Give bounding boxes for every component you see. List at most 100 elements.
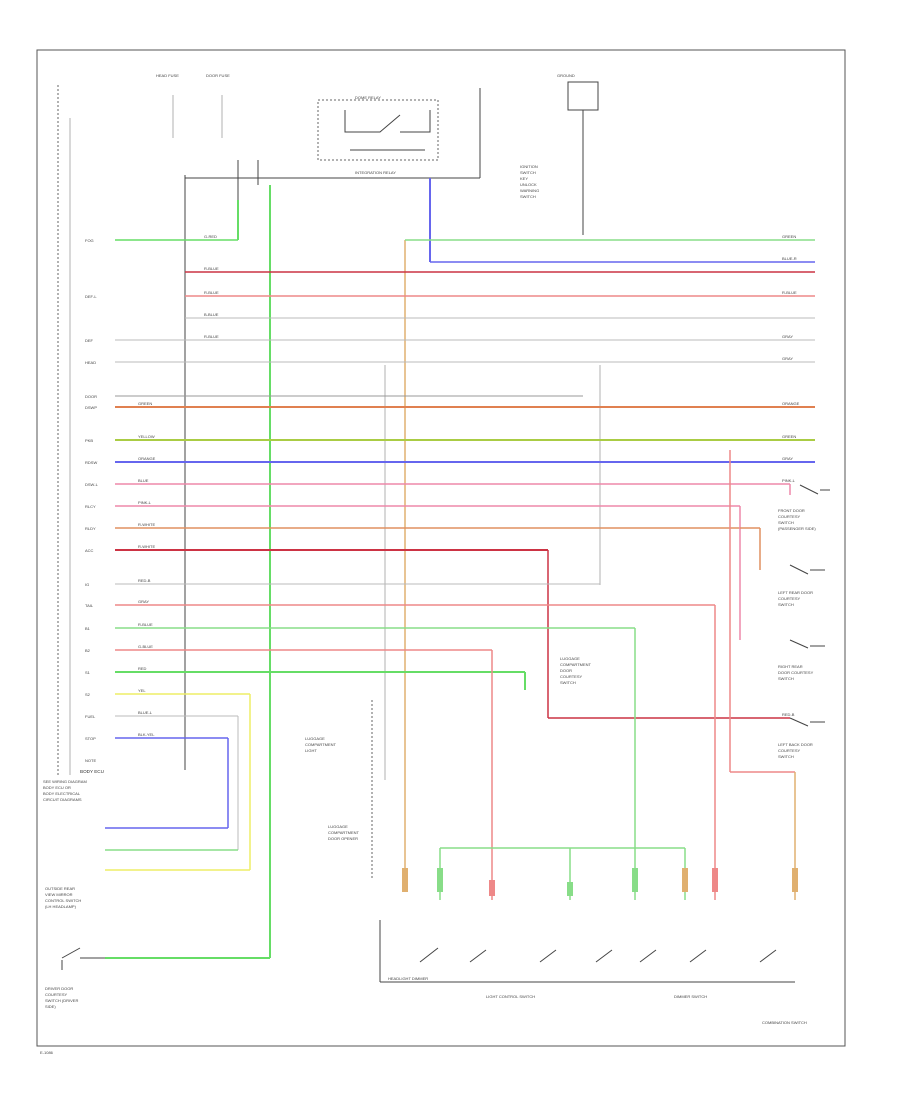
svg-text:(LH HEADLAMP): (LH HEADLAMP) [45,904,77,909]
ground-block [567,81,599,111]
svg-text:IGNITION: IGNITION [520,164,538,169]
svg-text:KEY: KEY [520,176,528,181]
svg-text:LUGGAGE: LUGGAGE [560,656,580,661]
svg-text:CONTROL SWITCH: CONTROL SWITCH [45,898,81,903]
wire-color-label: GREEN [138,401,152,406]
wire-color-label: YELLOW [138,434,155,439]
wire-color-label: PINK-L [138,500,152,505]
svg-text:FRONT DOOR: FRONT DOOR [778,508,805,513]
pin-label: RLCY [85,504,96,509]
pin-label: S2 [85,692,91,697]
right-wire-tag: GREEN [782,234,796,239]
svg-text:CIRCUIT DIAGRAMS: CIRCUIT DIAGRAMS [43,797,82,802]
wire-color-label: BLUE [138,478,149,483]
pin-label: DSW-L [85,482,99,487]
svg-text:SWITCH: SWITCH [778,520,794,525]
pin-label: RDSW [85,460,97,465]
right-captions: FRONT DOOR COURTESY SWITCH (PASSENGER SI… [778,508,816,759]
svg-text:COURTESY: COURTESY [778,514,800,519]
head-fuse-label: HEAD FUSE [156,73,179,78]
pin-label: DEF-L [85,294,97,299]
svg-text:(PASSENGER SIDE): (PASSENGER SIDE) [778,526,816,531]
right-wire-tag: GREEN [782,434,796,439]
pin-label: DOOR [85,394,97,399]
integration-relay-label: INTEGRATION RELAY [355,170,396,175]
svg-text:DOOR: DOOR [560,668,572,673]
pin-label: B2 [85,648,91,653]
wire-color-label: R-WHITE [138,544,155,549]
svg-text:SEE WIRING DIAGRAM: SEE WIRING DIAGRAM [43,779,87,784]
right-wire-tag: GRAY [782,356,793,361]
svg-text:SWITCH: SWITCH [778,602,794,607]
wire-color-label: R-BLUE [204,334,219,339]
wire-color-label: R-BLUE [138,622,153,627]
wire-color-label: G-RED [204,234,217,239]
right-wire-tag: BLUE-R [782,256,797,261]
svg-text:LUGGAGE: LUGGAGE [328,824,348,829]
door-switch-caption: DRIVER DOOR COURTESY SWITCH (DRIVER SIDE… [45,986,78,1009]
svg-text:DRIVER DOOR: DRIVER DOOR [45,986,73,991]
svg-text:UNLOCK: UNLOCK [520,182,537,187]
wire-color-label: GRAY [138,599,149,604]
svg-text:SWITCH: SWITCH [520,194,536,199]
svg-text:SWITCH (DRIVER: SWITCH (DRIVER [45,998,78,1003]
ground-top-label: GROUND [557,73,575,78]
svg-text:VIEW MIRROR: VIEW MIRROR [45,892,73,897]
svg-text:SWITCH: SWITCH [520,170,536,175]
combination-switches [419,947,777,963]
dome-relay-box [317,99,439,161]
horizontal-wires [115,239,815,739]
pin-label: PKB [85,438,93,443]
svg-text:RIGHT REAR: RIGHT REAR [778,664,803,669]
right-wire-tag: R-BLUE [782,290,797,295]
pin-label: S1 [85,670,91,675]
dome-relay-label: DOME RELAY [355,95,381,100]
pin-label: STOP [85,736,96,741]
body-ecu-label: BODY ECU [80,769,104,774]
wire-color-label: ORANGE [138,456,156,461]
right-wire-tag: PINK-L [782,478,796,483]
wire-color-label: R-BLUE [204,266,219,271]
mirror-caption: OUTSIDE REAR VIEW MIRROR CONTROL SWITCH … [45,886,81,909]
svg-text:SWITCH: SWITCH [560,680,576,685]
right-wire-tag: RED-B [782,712,795,717]
ignition-caption: IGNITION SWITCH KEY UNLOCK WARNING SWITC… [520,164,539,199]
pin-label: DEF [85,338,94,343]
svg-text:BODY ECU OR: BODY ECU OR [43,785,71,790]
light-control-label: LIGHT CONTROL SWITCH [486,994,535,999]
pin-label: FOG [85,238,94,243]
svg-text:LEFT REAR DOOR: LEFT REAR DOOR [778,590,813,595]
right-side-wires [491,450,796,900]
lower-caption-1: LUGGAGE COMPARTMENT LIGHT [305,736,337,753]
lower-caption-2: LUGGAGE COMPARTMENT DOOR OPENER [328,824,360,841]
ecu-caption: SEE WIRING DIAGRAM BODY ECU OR BODY ELEC… [43,779,87,802]
svg-text:WARNING: WARNING [520,188,539,193]
pin-label: B1 [85,626,91,631]
diagram-frame [36,49,846,1047]
svg-text:COURTESY: COURTESY [560,674,582,679]
wire-color-label: RED [138,666,147,671]
right-wire-tag: ORANGE [782,401,800,406]
svg-text:LUGGAGE: LUGGAGE [305,736,325,741]
svg-text:COMPARTMENT: COMPARTMENT [328,830,360,835]
svg-text:DOOR OPENER: DOOR OPENER [328,836,358,841]
wire-color-label: YEL [138,688,146,693]
svg-text:LEFT BACK DOOR: LEFT BACK DOOR [778,742,813,747]
wire-color-label: R-WHITE [138,522,155,527]
connector-bodies [402,868,798,896]
door-switch-symbol [61,947,105,970]
left-pin-labels: FOGDEF-LDEFHEADDOORDSWPPKBRDSWDSW-LRLCYR… [85,238,99,763]
pin-label: IG [85,582,89,587]
pin-label: ACC [85,548,94,553]
wire-color-label: R-BLUE [204,290,219,295]
wire-color-label: BLK-YEL [138,732,155,737]
pin-label: NOTE [85,758,96,763]
svg-text:SWITCH: SWITCH [778,676,794,681]
pin-label: FUEL [85,714,96,719]
right-wire-tag: GRAY [782,334,793,339]
svg-text:OUTSIDE REAR: OUTSIDE REAR [45,886,75,891]
pin-label: DSWP [85,405,97,410]
svg-text:LIGHT: LIGHT [305,748,317,753]
mid-caption: LUGGAGE COMPARTMENT DOOR COURTESY SWITCH [560,656,592,685]
